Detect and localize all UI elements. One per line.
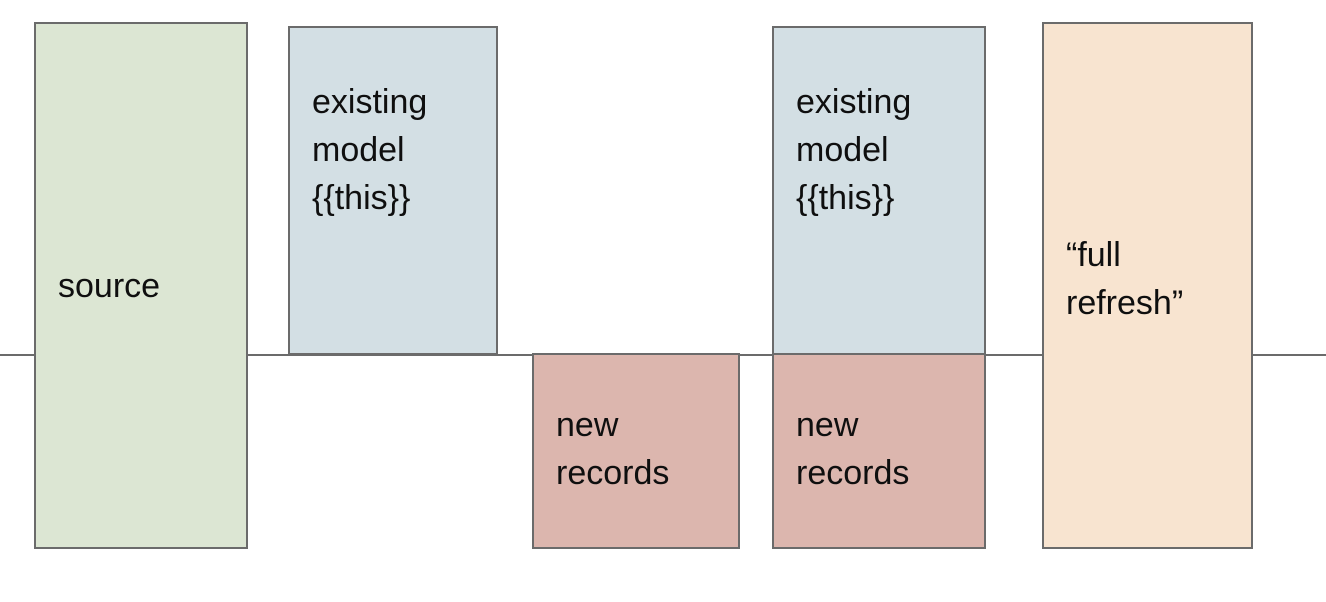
node-source[interactable]: source	[34, 22, 248, 549]
node-existing-model-right-label: existing model {{this}}	[796, 82, 912, 217]
node-new-records-right-label: new records	[796, 406, 910, 492]
node-new-records-left[interactable]: new records	[532, 353, 740, 549]
node-existing-model-right[interactable]: existing model {{this}}	[772, 26, 986, 355]
node-new-records-left-label: new records	[556, 406, 670, 492]
node-existing-model-left[interactable]: existing model {{this}}	[288, 26, 498, 355]
node-source-label: source	[58, 266, 161, 305]
node-existing-model-left-label: existing model {{this}}	[312, 82, 428, 217]
node-full-refresh-label: “full refresh”	[1066, 235, 1184, 322]
node-full-refresh[interactable]: “full refresh”	[1042, 22, 1253, 549]
node-new-records-right[interactable]: new records	[772, 353, 986, 549]
